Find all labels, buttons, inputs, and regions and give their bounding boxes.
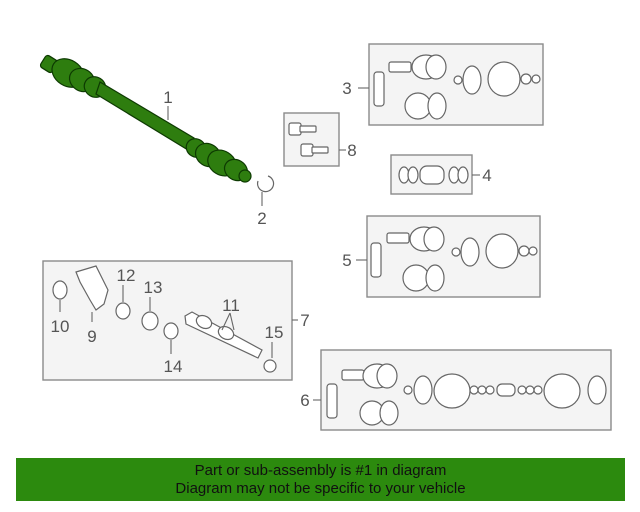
banner-line-2: Diagram may not be specific to your vehi… [175,480,466,497]
callout-15: 15 [265,323,284,342]
callout-2: 2 [257,209,266,228]
callout-10: 10 [51,317,70,336]
callout-7: 7 [300,311,309,330]
kit-4-box[interactable] [390,154,473,195]
callout-8: 8 [347,141,356,160]
callout-3: 3 [342,79,351,98]
banner-line-1: Part or sub-assembly is #1 in diagram [194,462,447,479]
callout-11: 11 [222,296,240,315]
callout-9: 9 [87,327,96,346]
joint-kit-6-box[interactable] [320,349,612,431]
axle-shaft-assembly[interactable] [39,53,252,185]
callout-1: 1 [163,88,172,107]
callout-12: 12 [117,266,136,285]
info-banner: Part or sub-assembly is #1 in diagram Di… [16,458,625,501]
bolts-8-box[interactable] [283,112,340,167]
components-7-box[interactable] [42,260,293,381]
snap-ring-part[interactable] [256,175,275,193]
callout-14: 14 [164,357,183,376]
callout-6: 6 [300,391,309,410]
joint-kit-3-box[interactable] [368,43,544,126]
joint-kit-5-box[interactable] [366,215,541,298]
callout-13: 13 [144,278,163,297]
callout-4: 4 [482,166,491,185]
callout-5: 5 [342,251,351,270]
